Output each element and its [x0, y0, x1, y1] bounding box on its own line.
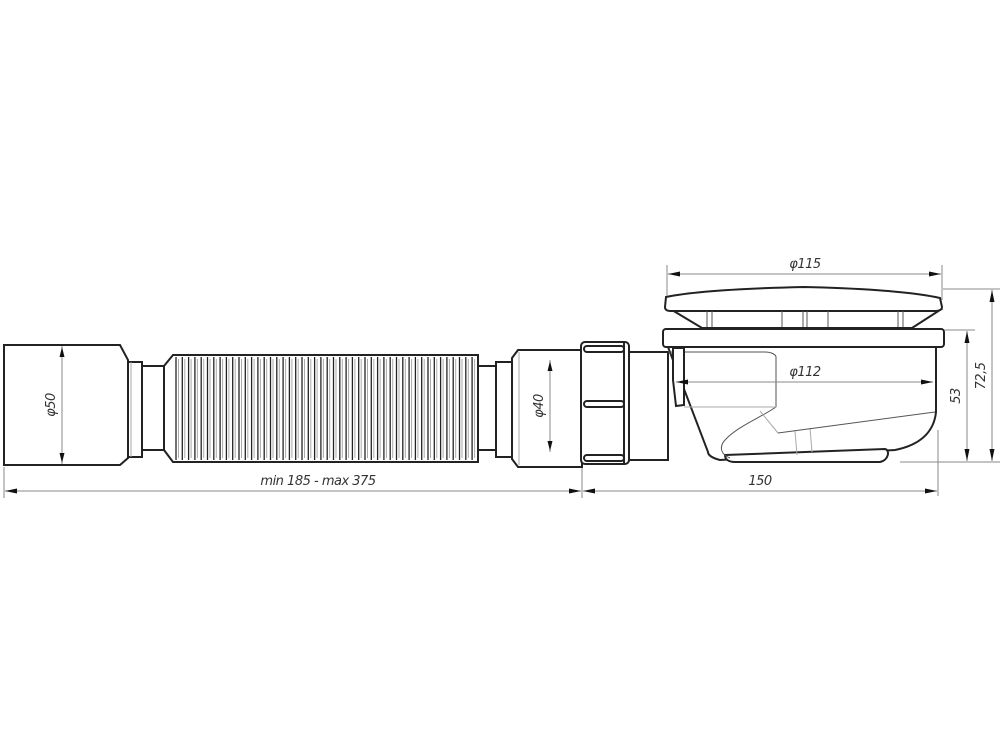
trap-body — [628, 328, 945, 463]
label-cap-diameter: φ115 — [789, 257, 821, 272]
label-trap-length: 150 — [748, 474, 772, 489]
dimension-trap-length: 150 — [583, 430, 939, 496]
dimension-outlet-diameter: φ50 — [44, 346, 65, 464]
union-nut — [580, 341, 630, 465]
dimension-cap-diameter: φ115 — [666, 257, 943, 300]
label-inlet-diameter: φ40 — [532, 394, 547, 418]
label-body-height: 53 — [949, 388, 964, 404]
drain-cap — [663, 285, 944, 329]
outlet-pipe — [3, 344, 165, 466]
label-outlet-diameter: φ50 — [44, 393, 59, 417]
label-body-diameter: φ112 — [789, 365, 821, 380]
dimension-hose-length: min 185 - max 375 — [3, 467, 583, 498]
dimension-inlet-diameter: φ40 — [532, 360, 553, 452]
dimension-total-height: 72,5 — [943, 288, 1000, 461]
label-total-height: 72,5 — [974, 362, 989, 389]
label-hose-length: min 185 - max 375 — [260, 474, 375, 489]
dimension-body-height: 53 — [900, 329, 1000, 463]
corrugated-hose — [163, 354, 479, 463]
dimension-body-diameter: φ112 — [676, 365, 933, 385]
inlet-adapter — [477, 349, 583, 468]
